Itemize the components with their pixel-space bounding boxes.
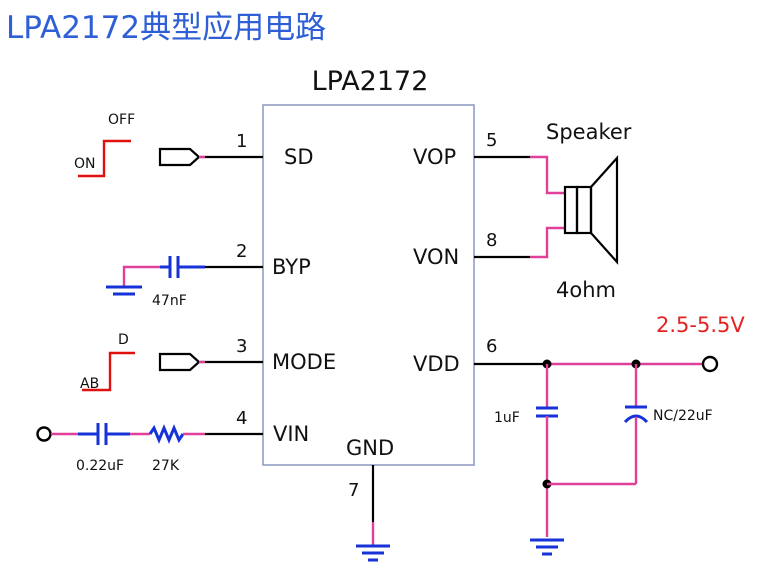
supply-voltage-label: 2.5-5.5V <box>656 313 745 337</box>
pin-byp-label: BYP <box>272 255 311 279</box>
pin-vdd-label: VDD <box>413 352 460 376</box>
pin-6-number: 6 <box>486 336 497 357</box>
pin-2-number: 2 <box>236 241 247 262</box>
vin-cap-value: 0.22uF <box>76 458 124 474</box>
mode-switch-symbol <box>82 351 135 392</box>
pin-vin-label: VIN <box>273 422 309 446</box>
vin-input-terminal <box>36 426 52 442</box>
speaker-trace-neg <box>530 226 565 259</box>
byp-cap-value: 47nF <box>152 293 187 309</box>
pin-gnd-label: GND <box>346 436 394 460</box>
supply-terminal <box>701 355 719 373</box>
pin-vop-label: VOP <box>413 145 456 169</box>
ground-symbol-vdd <box>530 538 564 556</box>
vdd-capacitor-1 <box>536 406 558 418</box>
sd-off-label: OFF <box>108 112 135 128</box>
mode-d-label: D <box>118 332 129 348</box>
vin-capacitor <box>96 423 108 445</box>
sd-input-connector <box>158 147 205 167</box>
vdd-capacitor-2 <box>623 405 649 424</box>
vdd-cap1-value: 1uF <box>494 410 520 426</box>
chip-body <box>262 104 475 466</box>
byp-capacitor <box>168 256 180 278</box>
page-title: LPA2172典型应用电路 <box>6 10 327 46</box>
mode-ab-label: AB <box>80 376 99 392</box>
chip-name: LPA2172 <box>312 66 429 97</box>
pin-sd-label: SD <box>284 145 314 169</box>
vdd-cap2-value: NC/22uF <box>653 408 713 424</box>
pin-4-number: 4 <box>236 408 247 429</box>
ground-symbol-chip <box>356 544 390 562</box>
mode-input-connector <box>158 352 205 372</box>
sd-on-label: ON <box>74 156 96 172</box>
vin-res-value: 27K <box>152 458 180 474</box>
ground-symbol-byp <box>106 285 142 296</box>
sd-switch-symbol <box>78 139 131 178</box>
vin-resistor <box>148 424 185 444</box>
pin-mode-label: MODE <box>272 350 336 374</box>
pin-1-number: 1 <box>236 131 247 152</box>
pin-8-number: 8 <box>486 230 497 251</box>
speaker-label: Speaker <box>546 120 632 144</box>
pin-7-number: 7 <box>348 480 359 501</box>
speaker-trace-pos <box>530 155 565 195</box>
byp-trace <box>122 265 160 287</box>
pin-3-number: 3 <box>236 336 247 357</box>
pin-von-label: VON <box>413 245 459 269</box>
pin-5-number: 5 <box>486 130 497 151</box>
speaker-impedance: 4ohm <box>556 278 616 302</box>
speaker-symbol <box>563 155 619 265</box>
